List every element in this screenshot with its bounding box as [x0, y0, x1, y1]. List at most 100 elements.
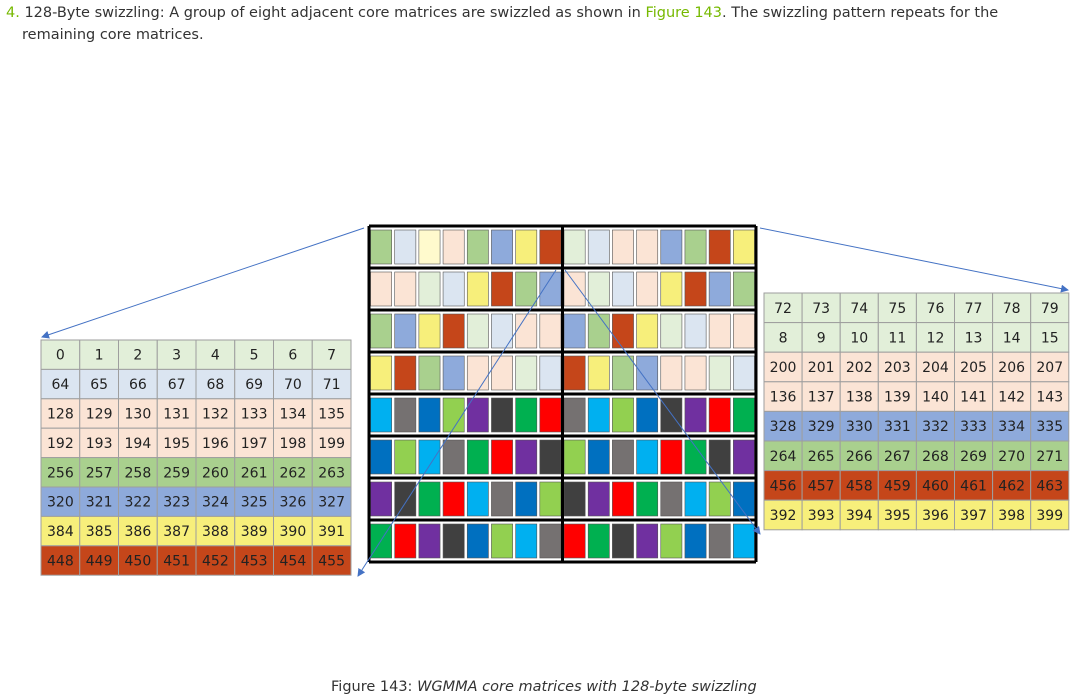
left-table-cell-label: 323 — [163, 495, 190, 511]
grid-cell — [394, 397, 417, 433]
paragraph-line-2: remaining core matrices. — [22, 27, 204, 43]
right-table-cell — [954, 381, 994, 412]
left-table-cell-label: 260 — [202, 465, 229, 481]
left-table-cell-label: 385 — [86, 524, 113, 540]
right-table-cell — [801, 440, 841, 472]
grid-cell — [491, 439, 513, 475]
right-table-cell-label: 395 — [884, 508, 911, 524]
right-table-cell — [763, 470, 803, 501]
left-table-cell — [311, 545, 352, 576]
arrow-to-right-table-top — [759, 227, 1069, 293]
grid-cell — [684, 355, 707, 391]
grid-cell — [491, 355, 513, 391]
right-table-cell-label: 77 — [965, 301, 983, 317]
right-table-cell-label: 75 — [888, 301, 906, 317]
grid-cell — [442, 481, 465, 517]
left-table-cell — [156, 545, 197, 576]
right-table-cell — [877, 351, 917, 383]
right-table-cell-label: 333 — [960, 419, 987, 435]
grid-cell — [733, 397, 755, 433]
right-table-cell-label: 143 — [1036, 390, 1063, 406]
grid-cell — [636, 313, 659, 349]
left-table-cell-label: 449 — [86, 554, 113, 570]
right-table-cell — [992, 440, 1032, 472]
right-table-cell-label: 398 — [998, 508, 1025, 524]
right-table-cell-label: 10 — [850, 330, 868, 346]
right-table-cell — [877, 410, 917, 442]
grid-cell — [394, 313, 417, 349]
caption-title: WGMMA core matrices with 128-byte swizzl… — [417, 679, 757, 695]
right-table-cell-label: 206 — [998, 360, 1025, 376]
left-table-cell-label: 3 — [172, 348, 181, 364]
right-table-cell — [877, 499, 917, 531]
grid-cell — [708, 271, 731, 307]
right-table-cell-label: 330 — [846, 419, 873, 435]
right-table-cell — [801, 381, 841, 412]
right-table-cell — [801, 351, 841, 383]
left-table-cell — [311, 368, 352, 400]
grid-cell — [636, 229, 659, 265]
left-table-cell-label: 70 — [284, 377, 302, 393]
right-table-cell-label: 329 — [808, 419, 835, 435]
left-table-cell-label: 197 — [241, 436, 268, 452]
grid-cell — [587, 271, 610, 307]
right-table-cell-label: 201 — [808, 360, 835, 376]
figure-link[interactable]: Figure 143 — [645, 5, 723, 21]
grid-cell — [418, 355, 441, 391]
right-table-cell-label: 265 — [808, 449, 835, 465]
figure-caption: Figure 143: WGMMA core matrices with 128… — [331, 679, 757, 695]
list-number: 4. — [6, 5, 20, 21]
right-table-cell-label: 203 — [884, 360, 911, 376]
right-table-cell-label: 266 — [846, 449, 873, 465]
left-table-cell-label: 64 — [51, 377, 69, 393]
left-table-cell-label: 450 — [125, 554, 152, 570]
grid-cell — [684, 271, 707, 307]
left-table-cell-label: 387 — [163, 524, 190, 540]
right-table-cell — [1030, 410, 1070, 442]
paragraph-text-after: . The swizzling pattern repeats for the — [722, 5, 999, 21]
left-table-cell-label: 259 — [163, 465, 190, 481]
grid-cell — [370, 481, 392, 517]
right-table-cell-label: 335 — [1036, 419, 1063, 435]
grid-cell — [563, 355, 586, 391]
right-table-cell-label: 331 — [884, 419, 911, 435]
grid-cell — [466, 313, 489, 349]
left-table-cell-label: 2 — [133, 348, 142, 364]
grid-cell — [587, 523, 610, 559]
left-table-cell-label: 262 — [280, 465, 307, 481]
left-table-cell — [40, 545, 81, 576]
left-table-cell — [40, 368, 81, 400]
grid-cell — [491, 481, 513, 517]
grid-cell — [370, 439, 392, 475]
grid-cell — [394, 229, 417, 265]
left-table-cell-label: 133 — [241, 407, 268, 423]
right-table-cell — [1030, 470, 1070, 501]
right-table-cell-label: 328 — [770, 419, 797, 435]
grid-cell — [708, 439, 731, 475]
grid-cell — [612, 523, 634, 559]
left-table-cell-label: 193 — [86, 436, 113, 452]
left-table-cell-label: 321 — [86, 495, 113, 511]
left-table-cell-label: 129 — [86, 407, 113, 423]
grid-cell — [733, 523, 755, 559]
left-table-cell-label: 128 — [47, 407, 74, 423]
grid-cell — [587, 481, 610, 517]
grid-cell — [442, 271, 465, 307]
grid-cell — [515, 229, 538, 265]
left-table-cell-label: 195 — [163, 436, 190, 452]
grid-cell — [563, 523, 586, 559]
left-table-cell-label: 256 — [47, 465, 74, 481]
grid-cell — [491, 271, 513, 307]
right-table-cell-label: 461 — [960, 478, 987, 494]
right-table-cell-label: 392 — [770, 508, 797, 524]
grid-cell — [733, 355, 755, 391]
left-table-cell-label: 451 — [163, 554, 190, 570]
left-table-cell-label: 388 — [202, 524, 229, 540]
left-table-cell-label: 453 — [241, 554, 268, 570]
left-table-cell — [118, 368, 158, 400]
left-table-cell — [118, 545, 158, 576]
right-table-cell — [877, 292, 917, 324]
left-table-cell-label: 1 — [95, 348, 104, 364]
left-table-cell-label: 194 — [125, 436, 152, 452]
